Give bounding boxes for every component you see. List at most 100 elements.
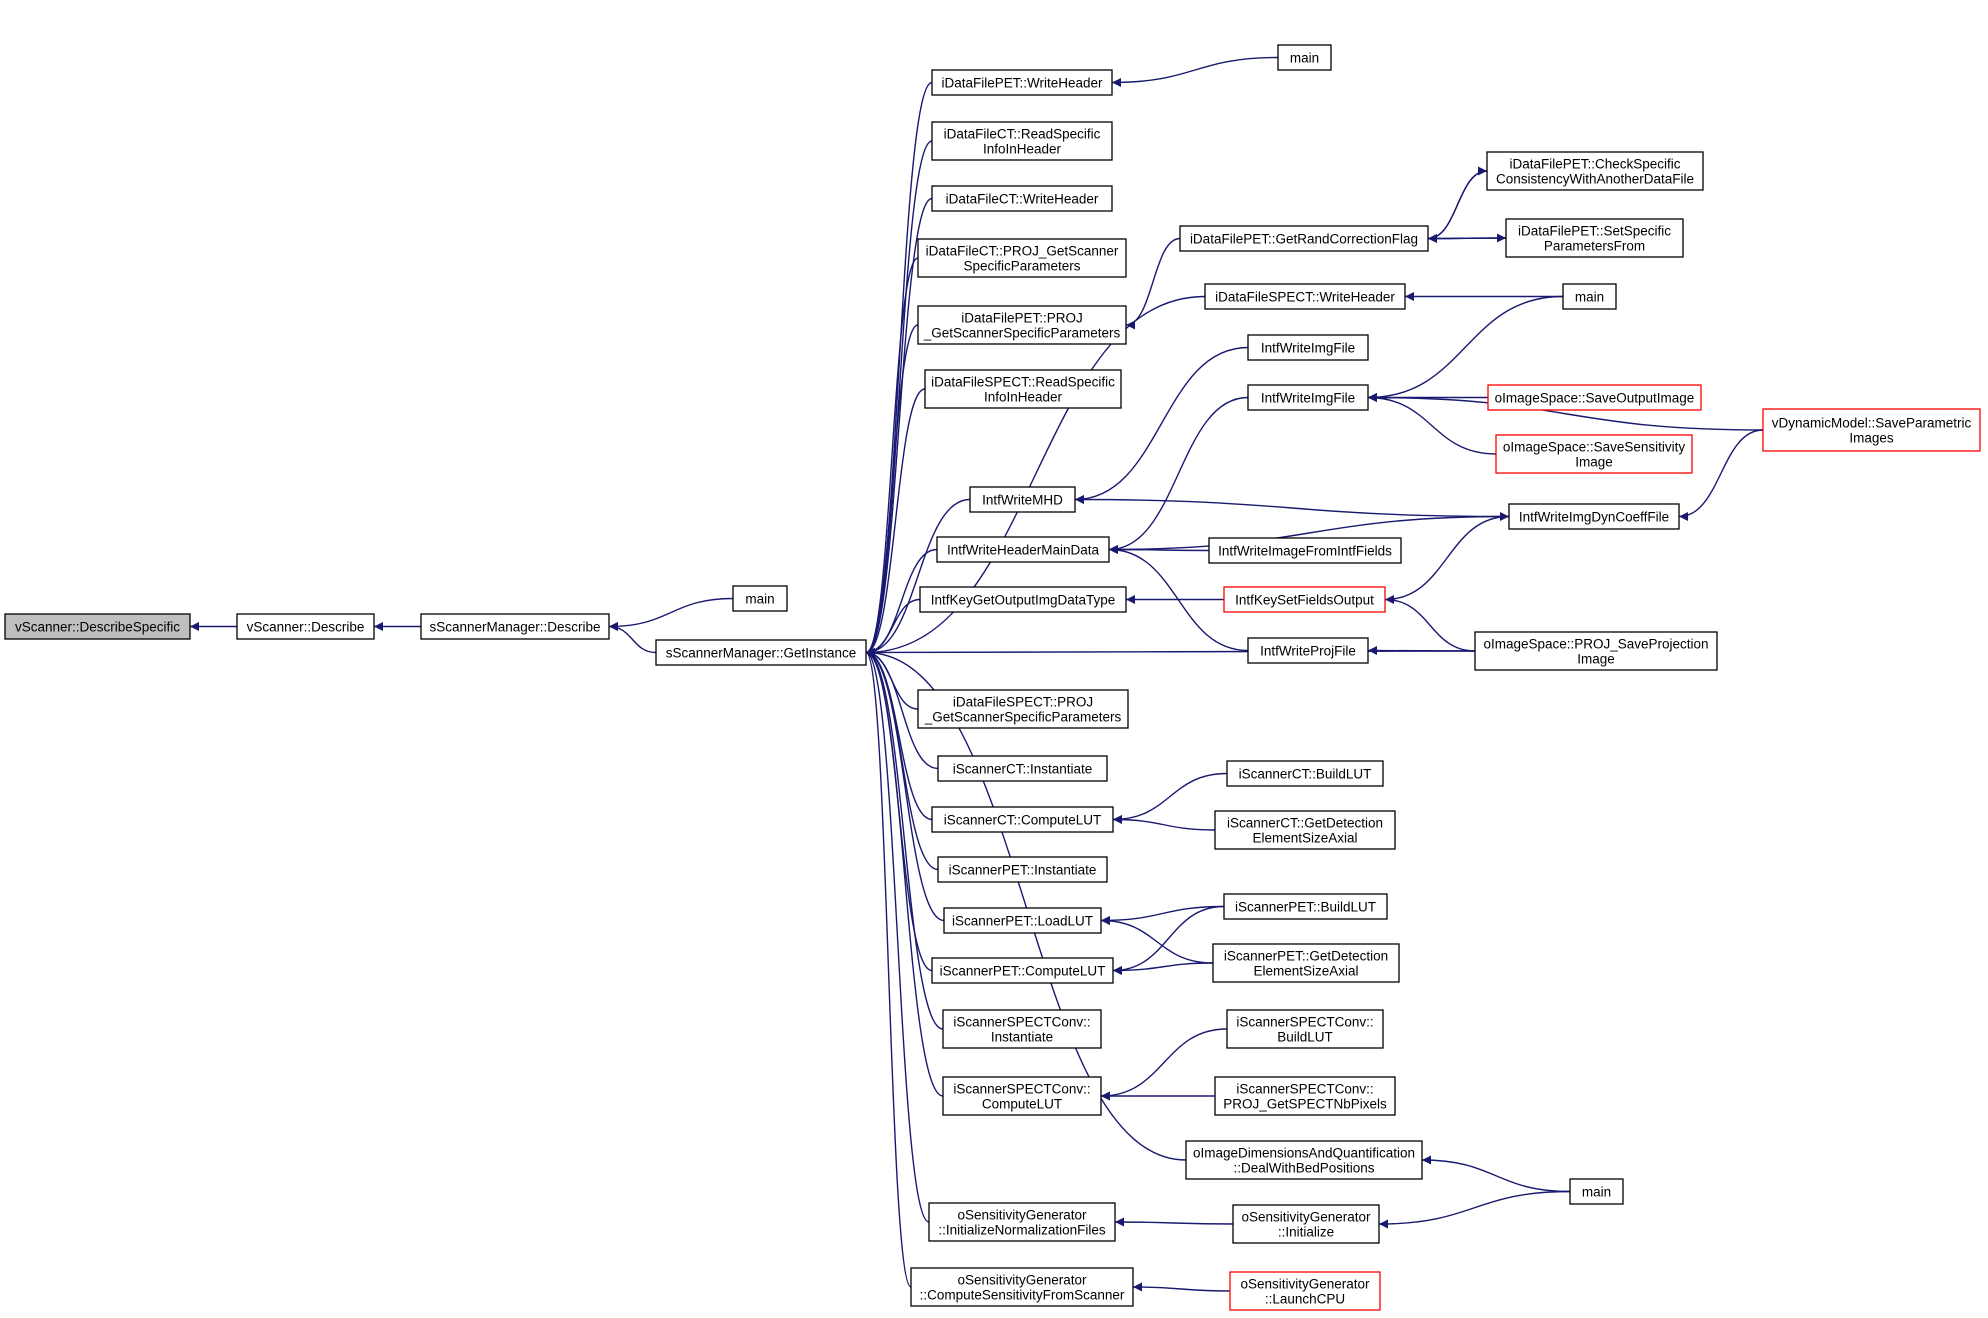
- node-label: iScannerPET::BuildLUT: [1235, 900, 1376, 915]
- graph-node[interactable]: iScannerSPECTConv::ComputeLUT: [942, 1076, 1102, 1116]
- graph-node[interactable]: iScannerSPECTConv::Instantiate: [942, 1009, 1102, 1049]
- graph-node[interactable]: IntfWriteMHD: [969, 486, 1076, 513]
- graph-node[interactable]: iDataFileCT::WriteHeader: [931, 185, 1113, 212]
- node-box: [931, 957, 1114, 984]
- graph-node[interactable]: oImageSpace::SaveOutputImage: [1487, 384, 1702, 411]
- edge-n31-to-n13: [1108, 396, 1249, 554]
- graph-node[interactable]: iDataFilePET::WriteHeader: [931, 69, 1113, 96]
- node-box: [1223, 586, 1386, 613]
- node-box: [1214, 810, 1396, 850]
- node-label: Instantiate: [991, 1030, 1053, 1045]
- graph-node[interactable]: iScannerPET::BuildLUT: [1223, 893, 1388, 920]
- edge-n7-to-n4: [865, 140, 933, 657]
- edges-layer: [190, 56, 1764, 1292]
- graph-node[interactable]: main: [1569, 1178, 1624, 1205]
- graph-node[interactable]: iDataFilePET::PROJ_GetScannerSpecificPar…: [917, 305, 1127, 345]
- graph-node[interactable]: iDataFilePET::CheckSpecificConsistencyWi…: [1486, 151, 1704, 191]
- node-box: [1223, 893, 1388, 920]
- graph-node[interactable]: IntfWriteProjFile: [1247, 637, 1369, 664]
- node-label: vScanner::DescribeSpecific: [15, 620, 180, 635]
- node-box: [1495, 434, 1693, 474]
- node-label: InfoInHeader: [984, 390, 1063, 405]
- node-label: oImageSpace::SaveSensitivity: [1503, 440, 1686, 455]
- graph-node[interactable]: iScannerPET::ComputeLUT: [931, 957, 1114, 984]
- node-box: [969, 486, 1076, 513]
- graph-node[interactable]: iScannerSPECTConv::PROJ_GetSPECTNbPixels: [1214, 1076, 1396, 1116]
- node-label: iScannerCT::BuildLUT: [1239, 767, 1372, 782]
- graph-node[interactable]: iDataFilePET::GetRandCorrectionFlag: [1179, 225, 1429, 252]
- graph-node[interactable]: oImageDimensionsAndQuantification::DealW…: [1185, 1140, 1423, 1180]
- graph-node[interactable]: main: [1562, 283, 1617, 310]
- nodes-layer: vScanner::DescribeSpecific vScanner::Desc…: [4, 44, 1981, 1311]
- graph-node[interactable]: iScannerPET::GetDetectionElementSizeAxia…: [1212, 943, 1400, 983]
- graph-node[interactable]: iScannerCT::BuildLUT: [1226, 760, 1384, 787]
- graph-node[interactable]: oSensitivityGenerator::ComputeSensitivit…: [910, 1267, 1134, 1307]
- edge-n9-to-n4: [865, 257, 919, 657]
- edge-n41-to-n17: [1112, 815, 1216, 831]
- node-box: [936, 536, 1110, 563]
- graph-node[interactable]: IntfWriteImageFromIntfFields: [1208, 537, 1402, 564]
- graph-node[interactable]: oSensitivityGenerator::LaunchCPU: [1229, 1271, 1381, 1311]
- node-label: oSensitivityGenerator: [1240, 1277, 1370, 1292]
- node-box: [1208, 537, 1402, 564]
- graph-node[interactable]: oSensitivityGenerator::Initialize: [1232, 1204, 1380, 1244]
- graph-node[interactable]: main: [732, 585, 788, 612]
- edge-n42-to-n20: [1112, 905, 1225, 975]
- node-box: [937, 856, 1108, 883]
- node-label: iScannerPET::Instantiate: [949, 863, 1097, 878]
- node-box: [931, 121, 1113, 161]
- node-label: BuildLUT: [1277, 1030, 1333, 1045]
- edge-n49-to-n24: [1132, 1282, 1231, 1292]
- node-label: iDataFileSPECT::PROJ: [953, 695, 1093, 710]
- node-label: Image: [1577, 652, 1615, 667]
- edge-n16-to-n4: [865, 648, 939, 770]
- graph-node[interactable]: iScannerCT::ComputeLUT: [931, 806, 1114, 833]
- edge-n26-to-n10: [1125, 237, 1181, 330]
- node-label: iDataFilePET::WriteHeader: [941, 76, 1103, 91]
- graph-node[interactable]: IntfKeySetFieldsOutput: [1223, 586, 1386, 613]
- node-box: [4, 613, 191, 640]
- node-label: iScannerSPECTConv::: [953, 1015, 1090, 1030]
- graph-node[interactable]: iScannerPET::Instantiate: [937, 856, 1108, 883]
- graph-node[interactable]: IntfWriteImgFile: [1247, 334, 1369, 361]
- node-label: iScannerPET::LoadLUT: [952, 914, 1093, 929]
- graph-node[interactable]: vScanner::Describe: [236, 613, 375, 640]
- node-label: ::DealWithBedPositions: [1233, 1161, 1374, 1176]
- graph-node[interactable]: iScannerCT::Instantiate: [937, 755, 1108, 782]
- graph-node[interactable]: iDataFileSPECT::PROJ_GetScannerSpecificP…: [917, 689, 1129, 729]
- node-label: iScannerCT::ComputeLUT: [944, 813, 1102, 828]
- edge-n10-to-n4: [865, 324, 919, 657]
- graph-node[interactable]: iScannerSPECTConv::BuildLUT: [1226, 1009, 1384, 1049]
- node-box: [1185, 1140, 1423, 1180]
- node-label: ::InitializeNormalizationFiles: [938, 1223, 1106, 1238]
- graph-node[interactable]: IntfKeyGetOutputImgDataType: [919, 586, 1127, 613]
- edge-n43-to-n20: [1112, 962, 1214, 975]
- graph-node[interactable]: sScannerManager::Describe: [420, 613, 610, 640]
- edge-n8-to-n4: [865, 197, 933, 657]
- graph-node[interactable]: IntfWriteImgFile: [1247, 384, 1369, 411]
- node-box: [931, 185, 1113, 212]
- graph-node[interactable]: iScannerPET::LoadLUT: [943, 907, 1102, 934]
- edge-n46-to-n4: [865, 648, 1187, 1161]
- graph-node[interactable]: sScannerManager::GetInstance: [655, 639, 867, 666]
- edge-n35-to-n12: [1074, 495, 1510, 518]
- graph-node[interactable]: main: [1277, 44, 1332, 71]
- node-box: [1562, 283, 1617, 310]
- node-box: [1247, 384, 1369, 411]
- graph-node[interactable]: IntfWriteHeaderMainData: [936, 536, 1110, 563]
- node-box: [937, 755, 1108, 782]
- graph-node[interactable]: iDataFileSPECT::WriteHeader: [1204, 283, 1406, 310]
- graph-node[interactable]: oSensitivityGenerator::InitializeNormali…: [928, 1202, 1116, 1242]
- node-label: oImageSpace::SaveOutputImage: [1495, 391, 1695, 406]
- graph-node[interactable]: iDataFileCT::PROJ_GetScannerSpecificPara…: [917, 238, 1127, 278]
- graph-node[interactable]: IntfWriteImgDynCoeffFile: [1508, 503, 1680, 530]
- node-label: ElementSizeAxial: [1253, 964, 1358, 979]
